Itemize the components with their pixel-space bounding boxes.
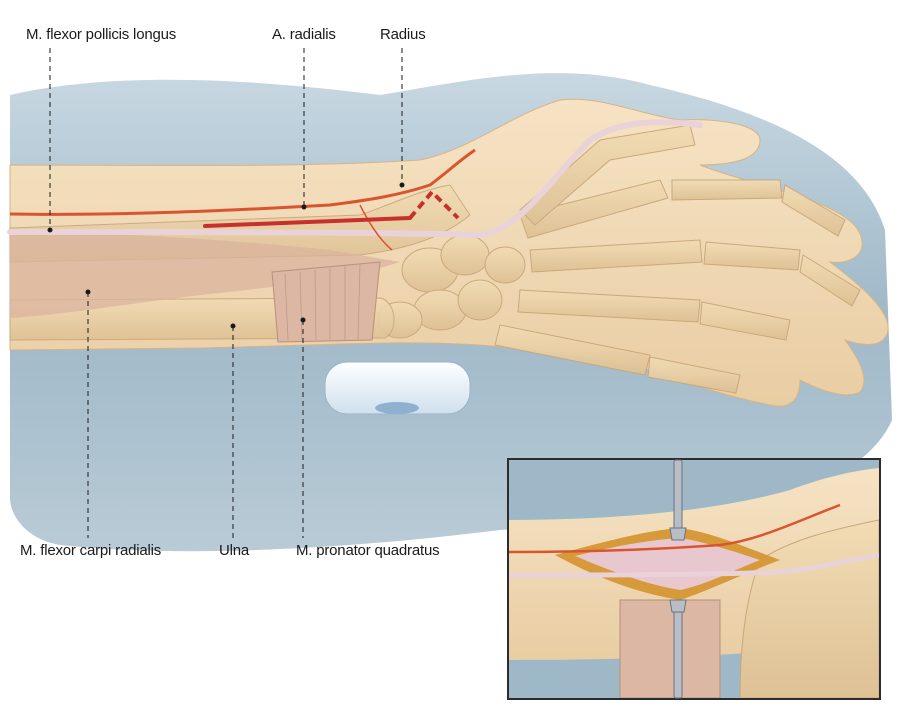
incision-line	[203, 216, 412, 228]
phalanx	[699, 301, 791, 341]
phalanx	[647, 356, 741, 394]
metacarpal	[494, 324, 651, 376]
inset-artery	[509, 503, 841, 554]
label-a-radialis: A. radialis	[272, 26, 336, 43]
incision-extension	[408, 189, 460, 220]
inset-tendon	[509, 552, 879, 578]
pronator-quadratus-muscle	[271, 261, 381, 343]
artery-branch	[359, 204, 393, 251]
label-flexor-carpi-radialis: M. flexor carpi radialis	[20, 542, 162, 559]
phalanx	[781, 184, 846, 237]
retractor-icon	[669, 459, 687, 699]
leader-lines	[49, 48, 403, 538]
radial-artery	[9, 148, 476, 216]
inset-bones	[739, 519, 879, 698]
label-ulna: Ulna	[219, 542, 250, 559]
phalanx	[671, 179, 783, 201]
leader-dots	[47, 182, 405, 329]
flexor-muscles	[10, 232, 400, 318]
carpal-bone	[457, 279, 503, 321]
metacarpal	[517, 289, 701, 323]
label-pronator-quadratus: M. pronator quadratus	[296, 542, 440, 559]
phalanx	[799, 254, 861, 307]
carpal-bone	[440, 234, 490, 276]
pronator-quadratus-fibers	[284, 263, 361, 341]
metacarpal	[519, 179, 669, 239]
carpal-bone	[484, 246, 526, 284]
foam-roll-icon	[324, 361, 471, 415]
label-radius: Radius	[380, 26, 426, 43]
phalanx	[703, 241, 801, 271]
inset-muscle	[619, 599, 721, 698]
label-flexor-pollicis-longus: M. flexor pollicis longus	[26, 26, 177, 43]
thumb-bone	[519, 124, 696, 226]
surgical-inset	[507, 458, 881, 700]
hand-bones	[377, 124, 861, 394]
flexor-pollicis-tendon	[7, 119, 703, 239]
metacarpal	[529, 239, 703, 273]
